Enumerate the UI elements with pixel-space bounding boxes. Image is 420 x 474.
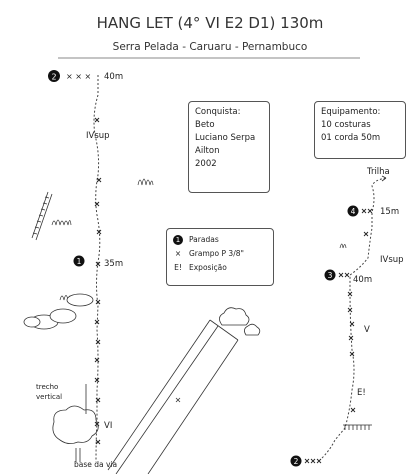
stop-1-marker	[73, 255, 85, 267]
stop-2-top-marker	[48, 70, 60, 82]
right-route-bolts	[347, 231, 369, 413]
stop-3-number: 3	[328, 271, 333, 280]
cliff-edge	[343, 424, 372, 430]
bolt	[175, 397, 181, 403]
bolt	[347, 291, 353, 297]
bolt	[349, 351, 355, 357]
bolt	[96, 177, 102, 183]
conquista-line: Luciano Serpa	[195, 133, 256, 143]
equipamento-heading: Equipamento:	[321, 107, 381, 117]
bolt	[363, 231, 369, 237]
bush-right	[219, 307, 261, 336]
grade-lower: VI	[104, 421, 112, 431]
bolt-legend-icon: ×	[174, 249, 182, 258]
main-route-line	[93, 75, 101, 463]
stop-2-bottom-bolts	[304, 458, 322, 464]
exposure-legend-icon: E!	[174, 263, 182, 272]
main-route-bolts	[94, 117, 102, 445]
conquista-line: Ailton	[195, 146, 220, 156]
stop-4-marker	[347, 205, 359, 217]
stop-4-bolts	[361, 208, 373, 214]
stop-2-bottom-number: 2	[294, 457, 299, 466]
stop-2-bottom-marker	[290, 455, 302, 467]
bolt	[94, 117, 100, 123]
rock-cluster	[23, 293, 94, 330]
ladder-drawing	[31, 191, 53, 241]
bolt	[94, 357, 100, 363]
stop-3-bolts	[338, 272, 350, 278]
page-subtitle: Serra Pelada - Caruaru - Pernambuco	[112, 41, 308, 53]
bolt	[350, 407, 356, 413]
right-grade-upper: IVsup	[380, 255, 404, 265]
stop-1-number: 1	[77, 257, 82, 266]
bolt	[95, 439, 101, 445]
legend-label-stops: Paradas	[189, 235, 219, 244]
bolt	[349, 321, 355, 327]
bolt	[95, 339, 101, 345]
equipamento-box: Equipamento: 10 costuras 01 corda 50m	[314, 101, 406, 159]
bolt	[95, 299, 101, 305]
bolt	[94, 377, 100, 383]
legend-row-exposure: E! Exposição	[173, 261, 267, 275]
conquista-box: Conquista: Beto Luciano Serpa Ailton 200…	[188, 101, 270, 193]
trail-label: Trilha	[366, 167, 390, 177]
bolt	[95, 397, 101, 403]
right-exposure: E!	[357, 388, 366, 398]
equipamento-line: 01 corda 50m	[321, 133, 381, 143]
bolt	[94, 201, 100, 207]
grade-upper: IVsup	[86, 131, 110, 141]
top-length: 40m	[104, 72, 123, 82]
conquista-line: Beto	[195, 120, 215, 130]
stop-2-top-number: 2	[51, 73, 56, 82]
stop-4-number: 4	[351, 207, 356, 216]
stop-2-top-bolts: × × ×	[66, 72, 91, 81]
equipamento-line: 10 costuras	[321, 120, 371, 130]
right-route-line	[321, 177, 387, 459]
legend-label-exposure: Exposição	[189, 263, 227, 272]
bolt	[95, 261, 101, 267]
bolt	[96, 229, 102, 235]
note-vertical: trecho vertical	[36, 383, 62, 401]
stop-3-marker	[324, 269, 336, 281]
legend-label-bolts: Grampo P 3/8"	[189, 249, 244, 258]
tree-drawing	[52, 405, 99, 462]
mid-length: 35m	[104, 259, 123, 269]
conquista-line: 2002	[195, 159, 217, 169]
legend-box: 1 Paradas × Grampo P 3/8" E! Exposição	[166, 228, 274, 286]
stop-4-length: 15m	[380, 207, 399, 217]
conquista-heading: Conquista:	[195, 107, 241, 117]
bolt	[348, 335, 354, 341]
stop-3-length: 40m	[353, 275, 372, 285]
right-grade-mid: V	[364, 325, 370, 335]
bolt	[94, 319, 100, 325]
page-title: HANG LET (4° VI E2 D1) 130m	[96, 14, 324, 32]
diagonal-ladder	[107, 319, 239, 474]
base-label: base da via	[74, 460, 117, 469]
legend-row-stops: 1 Paradas	[173, 233, 267, 247]
bolt	[347, 307, 353, 313]
stop-legend-icon: 1	[173, 235, 183, 245]
trail-arrow	[381, 175, 387, 182]
legend-row-bolts: × Grampo P 3/8"	[173, 247, 267, 261]
